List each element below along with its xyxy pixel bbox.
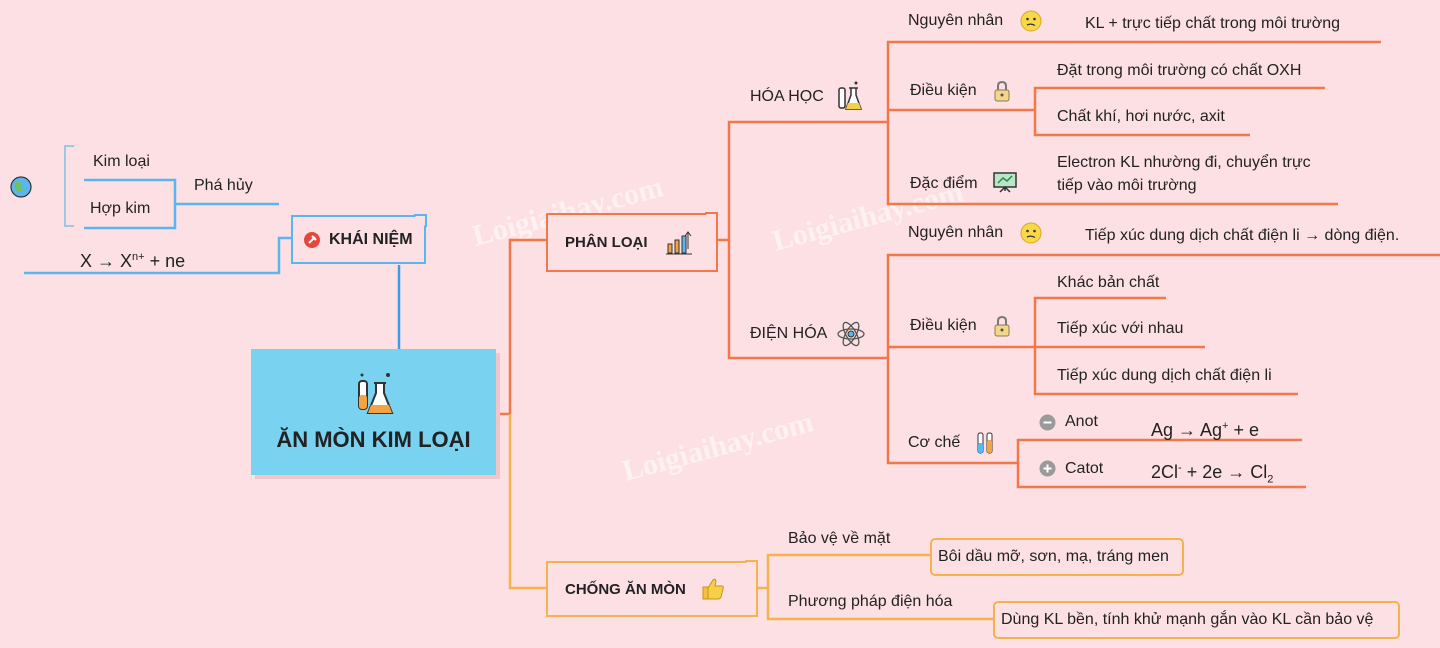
dh-line-5 — [1033, 347, 1298, 396]
bao-ve-box[interactable]: Bôi dầu mỡ, sơn, mạ, tráng men — [930, 538, 1184, 576]
dh-dieu-kien-label: Điều kiện — [910, 317, 977, 334]
hh-line-3 — [1033, 86, 1325, 110]
dh-line-1 — [886, 253, 1440, 358]
box-corner-fold — [745, 560, 758, 573]
pl-branch — [718, 120, 888, 242]
anot-label: Anot — [1065, 413, 1098, 430]
dh-dieu-kien-3: Tiếp xúc dung dịch chất điện li — [1057, 367, 1272, 384]
dh-dieu-kien-1: Khác bản chất — [1057, 274, 1160, 291]
khai-niem-box[interactable]: KHÁI NIỆM — [291, 215, 426, 264]
catot-equation: 2Cl- + 2e → Cl2 — [1151, 462, 1274, 486]
dh-dieu-kien-2: Tiếp xúc với nhau — [1057, 320, 1184, 337]
globe-icon — [10, 176, 32, 198]
chong-an-mon-box[interactable]: CHỐNG ĂN MÒN — [546, 561, 758, 617]
hh-line-5 — [886, 122, 1338, 206]
hh-dac-diem-line2: tiếp vào môi trường — [1057, 177, 1197, 194]
dh-line-7 — [1016, 438, 1302, 463]
pha-huy-text: Phá hủy — [194, 177, 253, 194]
pin-icon — [304, 231, 320, 248]
atom-icon — [837, 321, 865, 347]
hh-dieu-kien-2: Chất khí, hơi nước, axit — [1057, 108, 1225, 125]
hop-kim-text: Hợp kim — [90, 200, 151, 217]
central-title: ĂN MÒN KIM LOẠI — [276, 427, 471, 452]
khai-niem-label: KHÁI NIỆM — [329, 230, 413, 248]
cam-connector — [508, 414, 546, 590]
confused-face-icon — [1020, 10, 1042, 32]
box-corner-fold — [705, 212, 718, 225]
kn-join-line — [24, 236, 291, 275]
bao-ve-text: Bôi dầu mỡ, sơn, mạ, tráng men — [938, 548, 1169, 565]
anot-equation: Ag → Ag+ + e — [1151, 420, 1260, 440]
phan-loai-box[interactable]: PHÂN LOẠI — [546, 213, 718, 272]
minus-circle-icon — [1039, 414, 1056, 431]
hh-line-4 — [1033, 110, 1250, 137]
pp-dien-hoa-box[interactable]: Dùng KL bền, tính khử mạnh gắn vào KL cầ… — [993, 601, 1400, 639]
dh-line-6 — [886, 358, 1018, 465]
hh-dieu-kien-1: Đặt trong môi trường có chất OXH — [1057, 62, 1302, 79]
central-topic[interactable]: ĂN MÒN KIM LOẠI — [251, 349, 496, 475]
chong-an-mon-label: CHỐNG ĂN MÒN — [565, 580, 686, 598]
hh-dieu-kien-label: Điều kiện — [910, 82, 977, 99]
hh-dac-diem-label: Đặc điểm — [910, 175, 978, 192]
confused-face-icon — [1020, 222, 1042, 244]
cam-branch-2 — [766, 588, 993, 621]
box-corner-fold — [414, 214, 427, 227]
test-tube-icon — [838, 81, 862, 110]
dh-line-3 — [1033, 296, 1166, 347]
phan-loai-connector — [498, 238, 546, 416]
presentation-board-icon — [993, 172, 1017, 193]
dien-hoa-label: ĐIỆN HÓA — [750, 325, 828, 342]
khai-niem-bracket — [64, 145, 74, 227]
hh-nguyen-nhan-label: Nguyên nhân — [908, 12, 1004, 29]
pl-branch-2 — [727, 240, 888, 360]
thumbs-up-icon — [702, 578, 724, 600]
catot-label: Catot — [1065, 460, 1104, 477]
kim-loai-text: Kim loại — [93, 153, 150, 170]
phan-loai-label: PHÂN LOẠI — [565, 234, 648, 251]
hh-nguyen-nhan-text: KL + trực tiếp chất trong môi trường — [1085, 15, 1340, 32]
lock-icon — [994, 80, 1010, 102]
pp-dien-hoa-text: Dùng KL bền, tính khử mạnh gắn vào KL cầ… — [1001, 611, 1374, 628]
cam-branch-1 — [758, 553, 930, 590]
lock-icon — [994, 315, 1010, 337]
thermometer-tube-icon — [977, 432, 993, 454]
hoa-hoc-label: HÓA HỌC — [750, 88, 824, 105]
dh-line-8 — [1016, 463, 1306, 489]
lab-flask-icon — [357, 373, 393, 414]
hh-line-1 — [886, 40, 1381, 122]
dh-nguyen-nhan-text: Tiếp xúc dung dịch chất điện li → dòng đ… — [1085, 227, 1400, 244]
ionization-equation: X → Xn+ + ne — [80, 251, 186, 271]
co-che-label: Cơ chế — [908, 434, 961, 451]
dh-nguyen-nhan-label: Nguyên nhân — [908, 224, 1004, 241]
pp-dien-hoa-label: Phương pháp điện hóa — [788, 593, 953, 610]
bao-ve-label: Bảo vệ về mặt — [788, 530, 891, 547]
plus-circle-icon — [1039, 460, 1056, 477]
hh-dac-diem-line1: Electron KL nhường đi, chuyển trực — [1057, 154, 1311, 171]
bar-chart-icon — [665, 230, 692, 254]
